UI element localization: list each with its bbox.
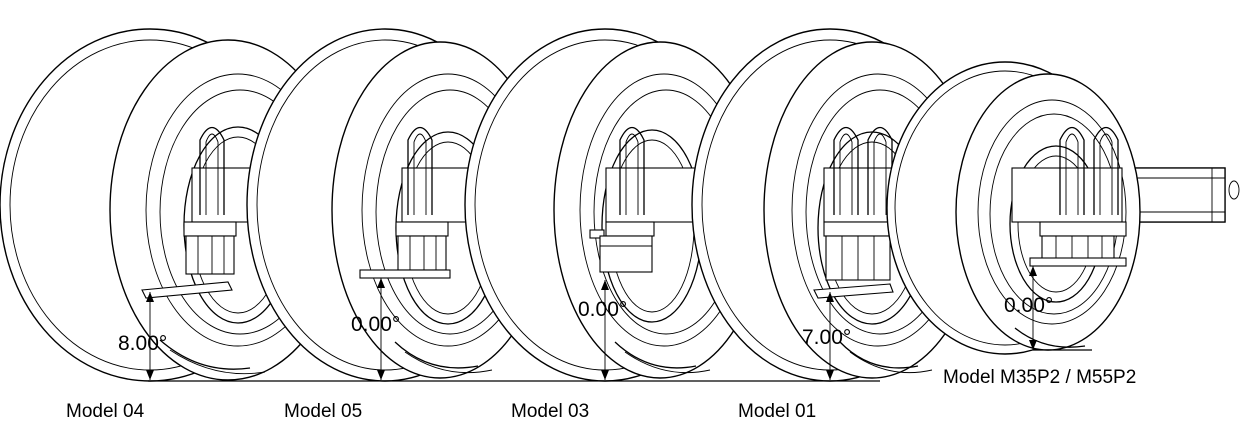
angle-label-model-05: 0.00° bbox=[351, 313, 400, 336]
angle-label-model-04: 8.00° bbox=[118, 332, 167, 355]
tire-model-m35p2-m55p2 bbox=[886, 61, 1141, 355]
angle-label-model-m35p2: 0.00° bbox=[1004, 294, 1053, 317]
model-label-05: Model 05 bbox=[284, 401, 362, 422]
angle-label-model-03: 0.00° bbox=[578, 298, 627, 321]
model-label-m35p2-m55p2: Model M35P2 / M55P2 bbox=[943, 367, 1136, 388]
model-labels: Model 04 Model 05 Model 03 Model 01 Mode… bbox=[66, 367, 1136, 422]
angle-labels: 8.00° 0.00° 0.00° 7.00° 0.00° bbox=[118, 294, 1053, 355]
model-label-03: Model 03 bbox=[511, 401, 589, 422]
model-label-01: Model 01 bbox=[738, 401, 816, 422]
model-label-04: Model 04 bbox=[66, 401, 145, 422]
angle-label-model-01: 7.00° bbox=[802, 326, 851, 349]
